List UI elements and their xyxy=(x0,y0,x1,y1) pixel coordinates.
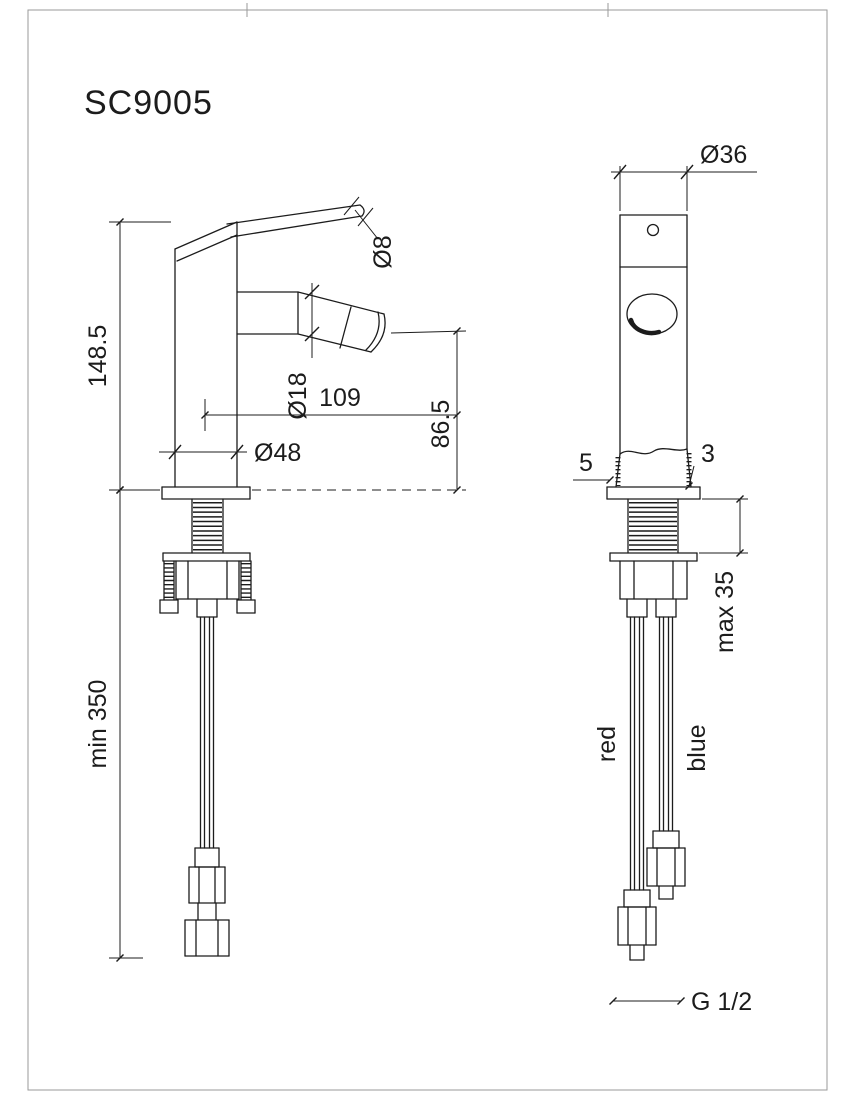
cold-hose-label: blue xyxy=(683,724,711,771)
dim-body-diameter-label: Ø48 xyxy=(254,439,301,467)
dim-hose-min-label: min 350 xyxy=(84,680,112,769)
dim-top-diameter: Ø36 xyxy=(611,141,757,211)
spout-outlet-shadow xyxy=(628,317,662,336)
mounting-hardware-front xyxy=(609,552,698,600)
dim-top-diameter-label: Ø36 xyxy=(700,141,747,169)
dim-base-left: 5 xyxy=(573,449,614,484)
dim-deck-thickness-label: max 35 xyxy=(711,571,739,653)
dim-spout-diameter: Ø18 xyxy=(284,283,320,420)
threaded-shank-front xyxy=(627,498,679,554)
supply-hose-side xyxy=(196,598,218,849)
break-line xyxy=(619,448,688,455)
dim-deck-thickness: max 35 xyxy=(699,495,748,653)
dim-thread-size: G 1/2 xyxy=(609,988,752,1016)
dim-lever-diameter-label: Ø8 xyxy=(369,235,397,268)
dim-body-diameter: Ø48 xyxy=(159,439,301,467)
dim-reach-label: 109 xyxy=(319,384,361,412)
side-view: 148.5 min 350 Ø8 Ø18 109 xyxy=(84,196,467,962)
dim-spout-diameter-label: Ø18 xyxy=(284,372,312,419)
dim-base-right: 3 xyxy=(685,440,715,490)
base-flange xyxy=(161,486,251,500)
dim-outlet-height: 86.5 xyxy=(390,327,467,494)
base-flange-front xyxy=(606,486,701,500)
faucet-body-front xyxy=(615,214,692,488)
dim-hose-min: min 350 xyxy=(84,486,143,962)
dim-base-left-label: 5 xyxy=(579,449,593,477)
front-view: Ø36 xyxy=(573,141,757,1016)
hose-connector-side xyxy=(184,847,230,957)
hot-hose-label: red xyxy=(593,726,621,762)
handle-lever xyxy=(226,204,365,238)
dim-thread-size-label: G 1/2 xyxy=(691,988,752,1016)
hot-hose xyxy=(617,598,657,961)
mounting-hardware xyxy=(159,552,256,614)
cold-hose xyxy=(646,598,686,900)
dim-height-label: 148.5 xyxy=(84,325,112,388)
spout xyxy=(236,291,386,353)
drawing-frame xyxy=(27,3,828,1091)
faucet-body-side xyxy=(174,221,238,488)
top-hole xyxy=(646,223,660,237)
dim-outlet-height-label: 86.5 xyxy=(427,400,455,449)
dim-base-right-label: 3 xyxy=(701,440,715,468)
dim-lever-diameter: Ø8 xyxy=(343,196,397,269)
threaded-shank xyxy=(191,498,224,554)
dim-reach: 109 xyxy=(201,384,461,431)
model-number: SC9005 xyxy=(84,84,213,122)
dim-height: 148.5 xyxy=(84,218,171,494)
